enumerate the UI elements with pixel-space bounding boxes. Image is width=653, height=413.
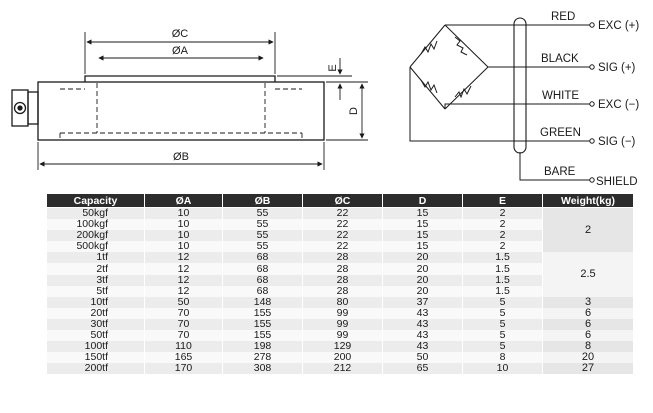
dimension-cell: 10 <box>462 363 543 375</box>
dimension-cell: 1.5 <box>462 252 543 264</box>
capacity-cell: 200tf <box>46 363 145 375</box>
dim-a-label: ØA <box>172 45 189 57</box>
dim-d-label: D <box>348 107 360 115</box>
dimension-cell: 1.5 <box>462 285 543 297</box>
dimension-cell: 20 <box>382 274 463 286</box>
column-header: ØA <box>144 193 223 208</box>
column-header: Weight(kg) <box>542 193 634 208</box>
dimension-cell: 28 <box>302 274 383 286</box>
resistor-2 <box>454 36 468 56</box>
capacity-cell: 2tf <box>46 263 145 275</box>
signal-exc-minus-label: EXC (−) <box>598 99 639 111</box>
dimension-cell: 308 <box>222 363 303 375</box>
weight-cell: 6 <box>542 330 634 342</box>
capacity-cell: 1tf <box>46 252 145 264</box>
dimension-lines <box>37 32 368 170</box>
column-header: D <box>382 193 463 208</box>
signal-shield-label: SHIELD <box>596 176 638 188</box>
signal-sig-minus-label: SIG (−) <box>598 136 636 148</box>
dimension-cell: 28 <box>302 263 383 275</box>
wheatstone-bridge <box>409 24 489 110</box>
weight-cell: 8 <box>542 341 634 353</box>
dimension-cell: 65 <box>382 363 463 375</box>
column-header: E <box>462 193 543 208</box>
dimension-cell: 12 <box>144 263 223 275</box>
resistor-3 <box>420 79 438 94</box>
dimension-cell: 1.5 <box>462 274 543 286</box>
technical-drawing: ØC ØA ØB D E RED EXC (+) <box>11 11 639 188</box>
dimension-cell: 28 <box>302 252 383 264</box>
dimension-cell: 12 <box>144 252 223 264</box>
dimension-cell: 68 <box>222 274 303 286</box>
dimension-cell: 20 <box>382 252 463 264</box>
load-cell-side-view <box>11 75 325 141</box>
load-button <box>84 75 276 82</box>
weight-cell: 2 <box>542 207 634 253</box>
dimension-cell: 68 <box>222 263 303 275</box>
weight-cell: 20 <box>542 352 634 364</box>
dimension-cell: 212 <box>302 363 383 375</box>
weight-cell: 2.5 <box>542 252 634 297</box>
weight-cell: 27 <box>542 363 634 375</box>
column-header: Capacity <box>46 193 145 208</box>
column-header: ØC <box>302 193 383 208</box>
dim-b-label: ØB <box>173 151 189 163</box>
wire-white-label: WHITE <box>542 90 579 102</box>
cable-gland <box>27 91 39 125</box>
wire-green-label: GREEN <box>540 127 581 139</box>
dimension-cell: 68 <box>222 252 303 264</box>
signal-sig-plus-label: SIG (+) <box>598 62 636 74</box>
dimension-cell: 20 <box>382 263 463 275</box>
dimension-cell: 2 <box>462 219 543 231</box>
wiring-diagram <box>409 17 595 183</box>
dimension-cell: 2 <box>462 241 543 253</box>
dim-e-label: E <box>327 64 339 71</box>
dimension-cell: 12 <box>144 274 223 286</box>
cable-shield <box>513 17 527 154</box>
hidden-lines <box>59 83 303 140</box>
connector-port <box>13 101 27 115</box>
load-cell-body <box>37 81 325 141</box>
resistor-1 <box>420 40 438 55</box>
connector-housing <box>11 89 29 127</box>
wire-bare-label: BARE <box>544 166 576 178</box>
column-header: ØB <box>222 193 303 208</box>
capacity-cell: 3tf <box>46 274 145 286</box>
dimension-cell: 2 <box>462 230 543 242</box>
dim-c-label: ØC <box>172 28 189 40</box>
weight-cell: 6 <box>542 318 634 331</box>
wire-black-label: BLACK <box>541 53 579 65</box>
dimension-cell: 1.5 <box>462 263 543 275</box>
wire-red-label: RED <box>551 11 575 23</box>
dimension-cell: 170 <box>144 363 223 375</box>
weight-cell: 6 <box>542 307 634 319</box>
signal-exc-plus-label: EXC (+) <box>598 20 639 32</box>
resistor-4 <box>454 85 472 99</box>
weight-cell: 3 <box>542 296 634 308</box>
